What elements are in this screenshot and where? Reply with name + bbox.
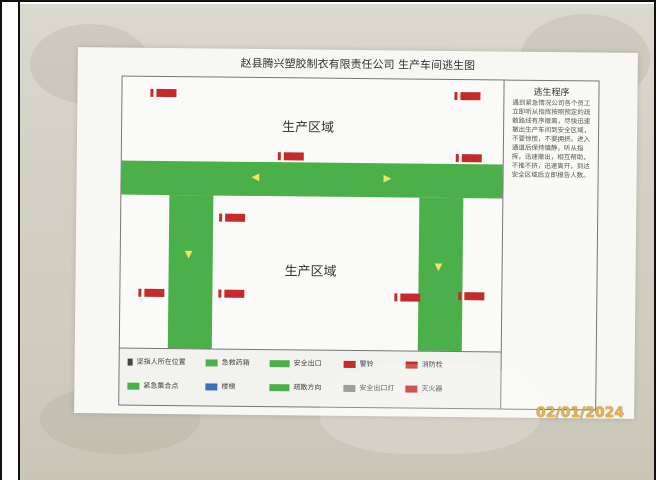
legend-item: 楼梯 (205, 381, 235, 391)
zone-label-upper: 生产区域 (282, 120, 335, 136)
fire-extinguisher-icon (283, 152, 304, 161)
fire-extinguisher-icon (144, 288, 165, 297)
fire-extinguisher-icon (464, 292, 485, 301)
evacuation-corridor (167, 195, 214, 350)
legend-item: 坚指人所在位置 (127, 357, 186, 368)
fire-extinguisher-icon (156, 88, 177, 98)
floor-plan-map: 生产区域 生产区域 ◀ ▶ ▼ ▼ (118, 75, 506, 354)
arrow-down-icon: ▼ (434, 261, 443, 273)
evacuation-corridor (417, 197, 464, 353)
arrow-left-icon: ◀ (251, 171, 260, 183)
fire-extinguisher-icon (224, 289, 245, 298)
fire-extinguisher-icon (225, 213, 246, 222)
cell-divider (18, 0, 20, 480)
evacuation-poster: 赵县腾兴塑胶制衣有限责任公司 生产车间逃生图 北 生产区域 生产区域 ◀ ▶ ▼… (74, 47, 638, 419)
plastic-sleeve-glare (320, 364, 540, 454)
date-stamp: 02/01/2024 (536, 405, 625, 421)
fire-extinguisher-icon (460, 92, 481, 101)
legend-item: 安全出口 (269, 358, 322, 369)
procedure-text: 遇到紧急情况公司各个员工立即听从指挥按照预定的疏散路线有序撤离，尽快迅速撤出生产… (511, 98, 591, 180)
legend-item: 紧急集合点 (127, 381, 178, 392)
fire-extinguisher-icon (461, 154, 482, 163)
evacuation-corridor (121, 160, 504, 199)
arrow-down-icon: ▼ (184, 249, 193, 261)
fire-hydrant-icon (400, 293, 421, 302)
arrow-right-icon: ▶ (383, 173, 392, 185)
zone-label-lower: 生产区域 (284, 264, 337, 280)
legend-item: 疏散方向 (269, 382, 321, 393)
procedure-title: 逃生程序 (533, 87, 570, 99)
photo: 赵县腾兴塑胶制衣有限责任公司 生产车间逃生图 北 生产区域 生产区域 ◀ ▶ ▼… (20, 4, 654, 480)
poster-title: 赵县腾兴塑胶制衣有限责任公司 生产车间逃生图 (240, 56, 476, 73)
legend-item: 急救药箱 (205, 357, 250, 367)
escape-procedure-panel: 逃生程序 遇到紧急情况公司各个员工立即听从指挥按照预定的疏散路线有序撤离，尽快迅… (500, 79, 600, 411)
